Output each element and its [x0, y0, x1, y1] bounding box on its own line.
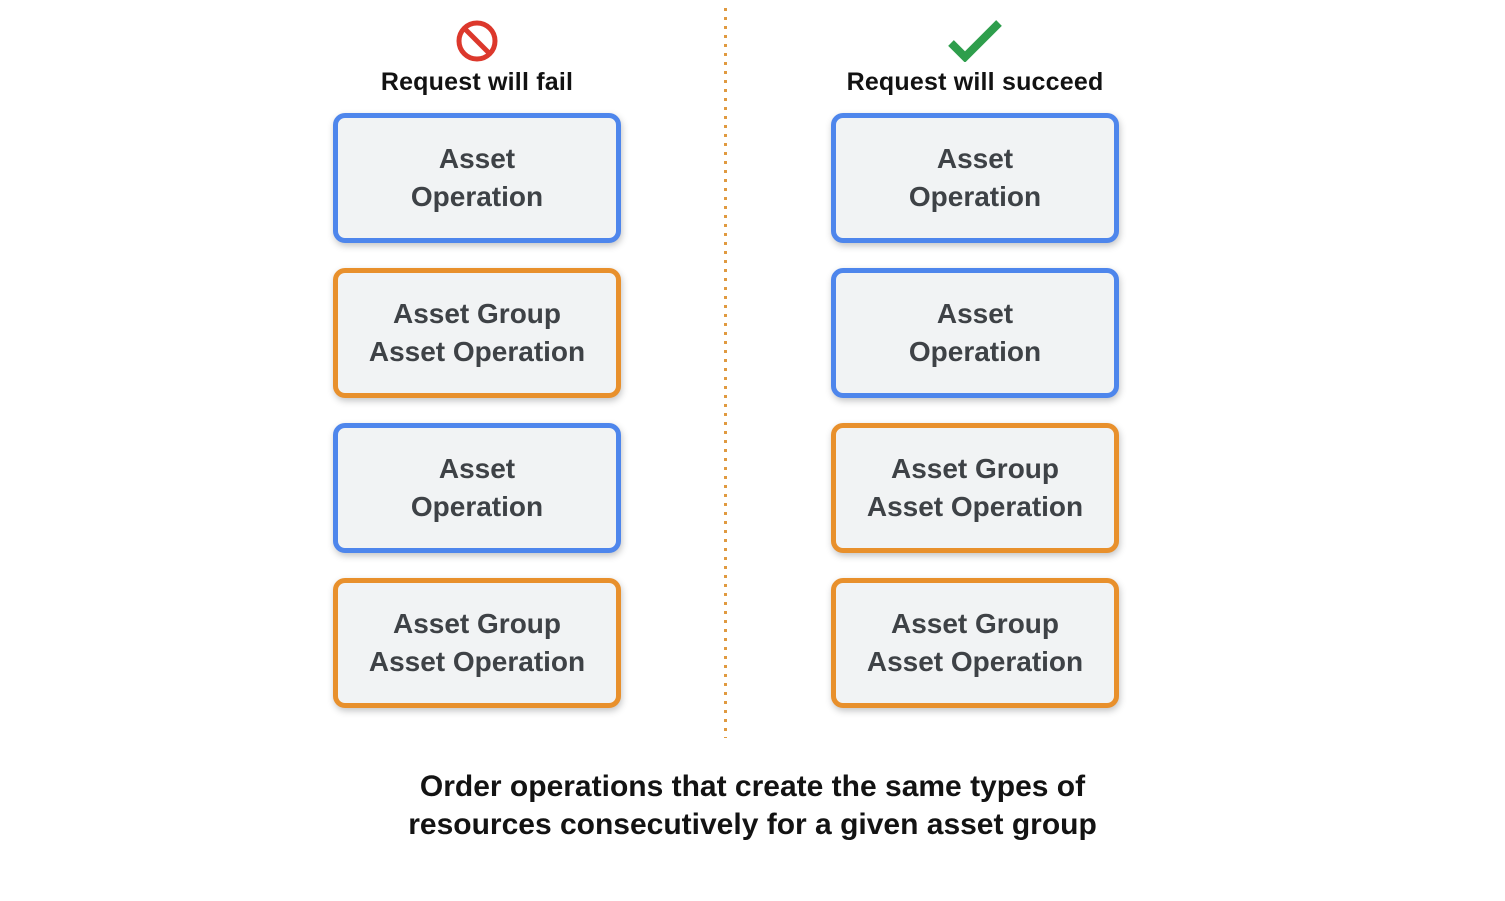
box-label-line: Asset Group — [890, 608, 1060, 639]
fail-box-2-asset-group-asset-operation: Asset Group Asset Operation — [333, 268, 621, 398]
succeed-column-title: Request will succeed — [846, 68, 1104, 96]
succeed-box-1-asset-operation: Asset Operation — [831, 113, 1119, 243]
box-label-line: Operation — [908, 181, 1042, 212]
box-label-line: Operation — [410, 181, 544, 212]
box-label-line: Asset — [438, 453, 516, 484]
box-label-line: Asset Group — [392, 298, 562, 329]
succeed-box-3-asset-group-asset-operation: Asset Group Asset Operation — [831, 423, 1119, 553]
fail-column-header: Request will fail — [333, 16, 621, 97]
prohibition-icon — [333, 16, 621, 66]
box-label-line: Asset Group — [392, 608, 562, 639]
fail-box-3-asset-operation: Asset Operation — [333, 423, 621, 553]
box-label-line: Asset Operation — [368, 336, 586, 367]
box-label-line: Asset Group — [890, 453, 1060, 484]
box-label-line: Asset Operation — [866, 491, 1084, 522]
check-icon — [831, 16, 1119, 66]
box-label-line: Asset — [438, 143, 516, 174]
column-divider — [724, 8, 727, 738]
box-label-line: Asset Operation — [368, 646, 586, 677]
box-label-line: Asset — [936, 298, 1014, 329]
fail-box-4-asset-group-asset-operation: Asset Group Asset Operation — [333, 578, 621, 708]
box-label-line: Asset Operation — [866, 646, 1084, 677]
succeed-box-2-asset-operation: Asset Operation — [831, 268, 1119, 398]
succeed-box-4-asset-group-asset-operation: Asset Group Asset Operation — [831, 578, 1119, 708]
box-label-line: Operation — [908, 336, 1042, 367]
caption-line-2: resources consecutively for a given asse… — [408, 808, 1097, 841]
fail-box-1-asset-operation: Asset Operation — [333, 113, 621, 243]
box-label-line: Operation — [410, 491, 544, 522]
caption-line-1: Order operations that create the same ty… — [419, 770, 1086, 803]
diagram-caption: Order operations that create the same ty… — [0, 768, 1505, 844]
succeed-column-header: Request will succeed — [831, 16, 1119, 97]
box-label-line: Asset — [936, 143, 1014, 174]
fail-column-title: Request will fail — [380, 68, 574, 96]
